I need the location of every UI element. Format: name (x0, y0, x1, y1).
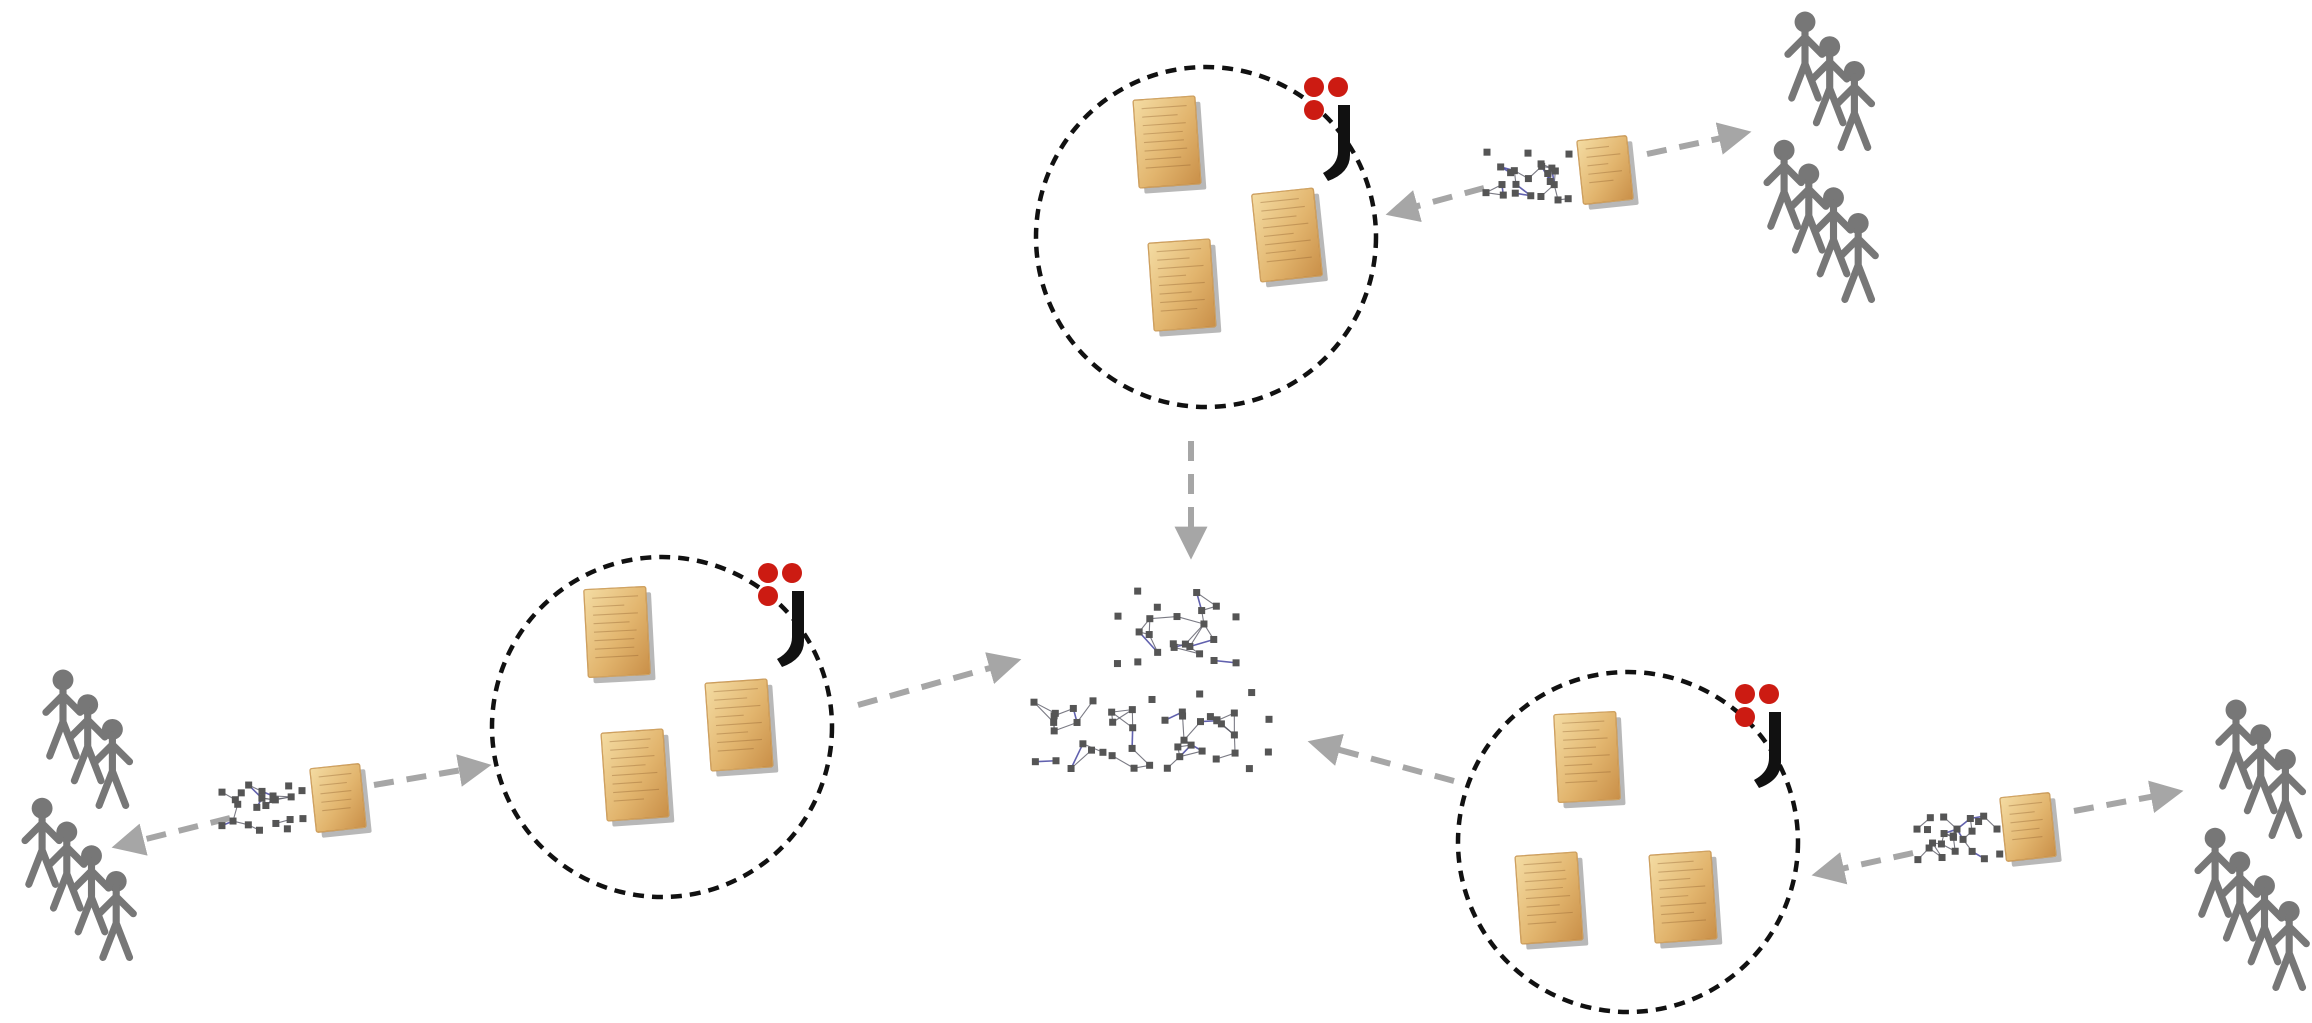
person-icon (1788, 163, 1830, 254)
person-icon (2243, 875, 2286, 966)
dashed-arrow (111, 815, 231, 856)
flow-arrows (111, 122, 2184, 885)
person-icon (2194, 827, 2236, 918)
person-icon (1784, 11, 1826, 102)
network-graph-icon (1913, 812, 2004, 864)
person-icon (42, 669, 84, 760)
person-icon (1809, 36, 1851, 127)
person-icon (2240, 724, 2282, 815)
manuscript-page-icon (1553, 710, 1626, 809)
repository-circle (1455, 669, 1801, 1015)
network-graph-icon (1161, 689, 1273, 773)
manuscript-page-icon (1514, 851, 1589, 950)
person-icon (2268, 900, 2310, 991)
network-graph-icon (1113, 587, 1240, 668)
person-icon (95, 870, 137, 961)
manuscript-page-icon (1251, 187, 1328, 288)
juxta-logo-icon (1304, 77, 1350, 181)
person-group-icon (21, 669, 137, 961)
person-icon (2219, 851, 2261, 942)
juxta-logo-icon (758, 563, 804, 667)
manuscript-page-icon (1147, 238, 1222, 337)
person-group-icon (2194, 699, 2310, 991)
dashed-arrow (1307, 733, 1455, 784)
dashed-arrow (373, 754, 492, 788)
person-icon (2215, 699, 2257, 790)
person-icon (21, 797, 63, 888)
dashed-arrow (2073, 780, 2184, 814)
person-icon (1837, 212, 1879, 303)
person-icon (2264, 748, 2307, 839)
manuscript-page-icon (1576, 135, 1639, 210)
network-graph-icon (1482, 148, 1573, 204)
person-icon (67, 694, 109, 785)
dashed-arrow (1811, 850, 1914, 885)
person-icon (1812, 187, 1855, 278)
person-icon (46, 821, 88, 912)
repository-circle (489, 554, 835, 900)
network-graph-icon (1030, 695, 1156, 772)
manuscript-page-icon (704, 678, 779, 777)
repository-circle (1033, 64, 1379, 410)
diagram-icons (21, 11, 2310, 991)
person-icon (70, 845, 113, 936)
manuscript-page-icon (309, 763, 372, 838)
manuscript-page-icon (1648, 850, 1723, 949)
dashed-arrow (1646, 122, 1752, 157)
manuscript-page-icon (1999, 792, 2062, 867)
person-group-icon (1763, 11, 1879, 303)
manuscript-page-icon (600, 728, 675, 827)
dashed-arrow (857, 652, 1022, 708)
dashed-arrow (1385, 185, 1485, 222)
network-graph-icon (218, 781, 307, 834)
manuscript-page-icon (1132, 95, 1207, 194)
person-icon (1763, 139, 1805, 230)
person-icon (91, 718, 134, 809)
person-icon (1833, 60, 1876, 151)
juxta-logo-icon (1735, 684, 1781, 788)
manuscript-page-icon (583, 585, 656, 684)
repository-circles (489, 64, 1801, 1015)
